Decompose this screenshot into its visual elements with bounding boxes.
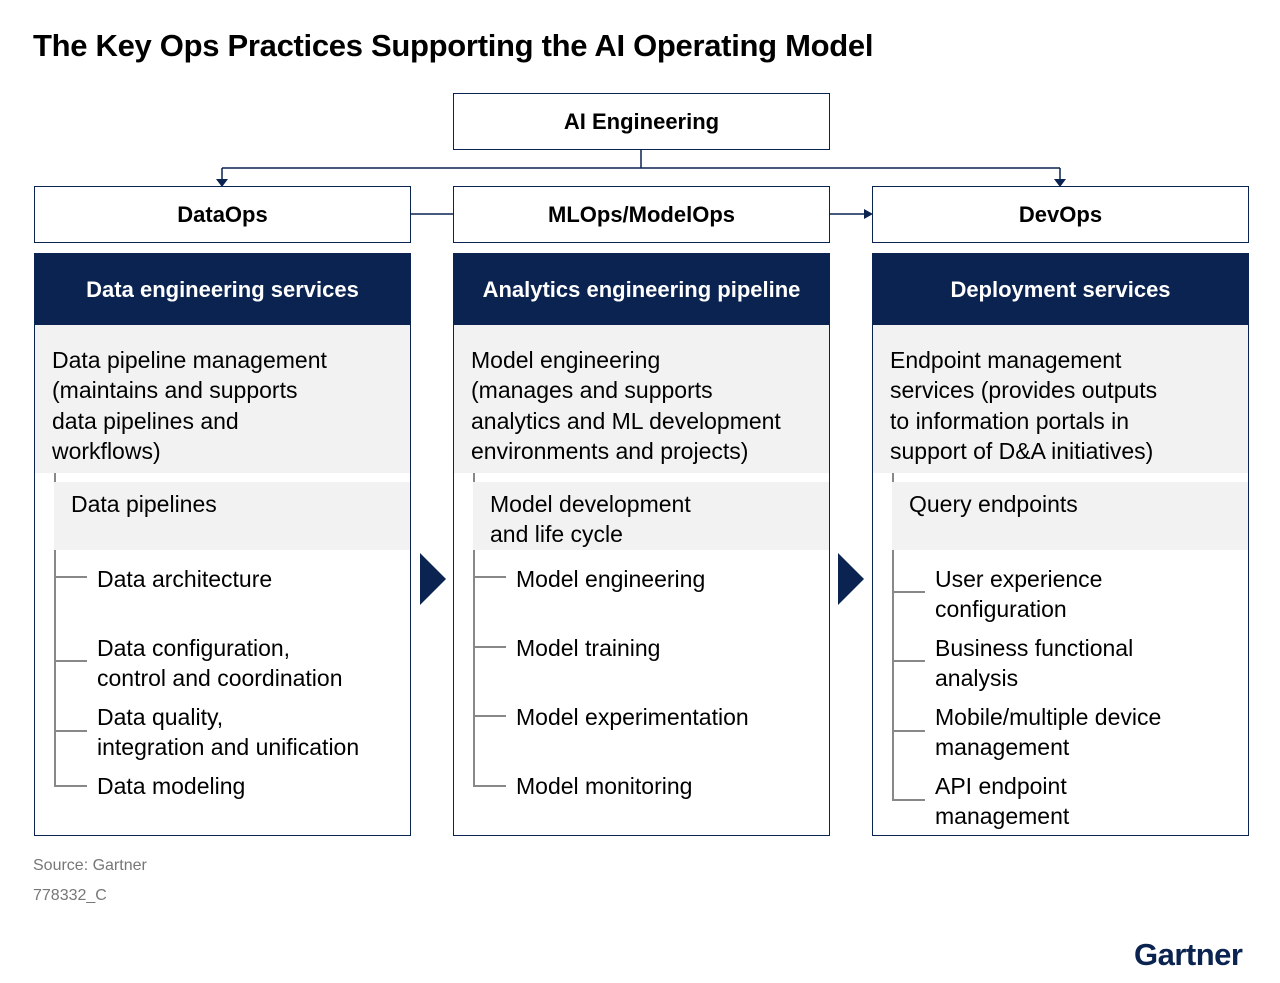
tree-tick xyxy=(54,785,87,787)
tree-tick xyxy=(54,660,87,662)
column-header: Data engineering services xyxy=(35,254,410,325)
column-subheader: Data pipelines xyxy=(54,482,410,550)
list-item: Data modeling xyxy=(97,773,246,799)
dataops-box: DataOps xyxy=(34,186,411,243)
tree-tick xyxy=(892,591,925,593)
gartner-logo: Gartner xyxy=(1134,937,1243,972)
tree-line xyxy=(892,473,894,800)
column-subheader: Model development and life cycle xyxy=(473,482,829,550)
tree-tick xyxy=(54,730,87,732)
source-note: Source: Gartner xyxy=(33,857,147,874)
diagram-title: The Key Ops Practices Supporting the AI … xyxy=(33,28,874,63)
column-description: Data pipeline management (maintains and … xyxy=(35,325,410,473)
deployment-column: Deployment services Endpoint management … xyxy=(872,253,1249,836)
list-item: Model monitoring xyxy=(516,773,693,799)
flow-arrow-icon xyxy=(420,553,446,605)
tree-line xyxy=(473,473,475,786)
list-item: Model engineering xyxy=(516,566,706,592)
list-item: Model experimentation xyxy=(516,704,749,730)
tree-tick xyxy=(892,799,925,801)
list-item: Data architecture xyxy=(97,566,273,592)
tree-tick xyxy=(473,785,506,787)
tree-tick xyxy=(892,660,925,662)
list-item: Data configuration,control and coordinat… xyxy=(97,635,343,691)
list-item: Data quality,integration and unification xyxy=(97,704,360,760)
flow-arrow-icon xyxy=(838,553,864,605)
tree-tick xyxy=(473,646,506,648)
column-description: Endpoint management services (provides o… xyxy=(873,325,1248,473)
devops-box: DevOps xyxy=(872,186,1249,243)
mlops-box: MLOps/ModelOps xyxy=(453,186,830,243)
column-subheader: Query endpoints xyxy=(892,482,1248,550)
tree-tick xyxy=(892,730,925,732)
tree-tick xyxy=(54,576,87,578)
tree-tick xyxy=(473,715,506,717)
list-item: Model training xyxy=(516,635,661,661)
ai-engineering-box: AI Engineering xyxy=(453,93,830,150)
column-header: Deployment services xyxy=(873,254,1248,325)
tree-line xyxy=(54,473,56,786)
data-engineering-column: Data engineering services Data pipeline … xyxy=(34,253,411,836)
figure-id: 778332_C xyxy=(33,887,107,904)
analytics-engineering-column: Analytics engineering pipeline Model eng… xyxy=(453,253,830,836)
column-description: Model engineering (manages and supports … xyxy=(454,325,829,473)
column-header: Analytics engineering pipeline xyxy=(454,254,829,325)
tree-tick xyxy=(473,576,506,578)
